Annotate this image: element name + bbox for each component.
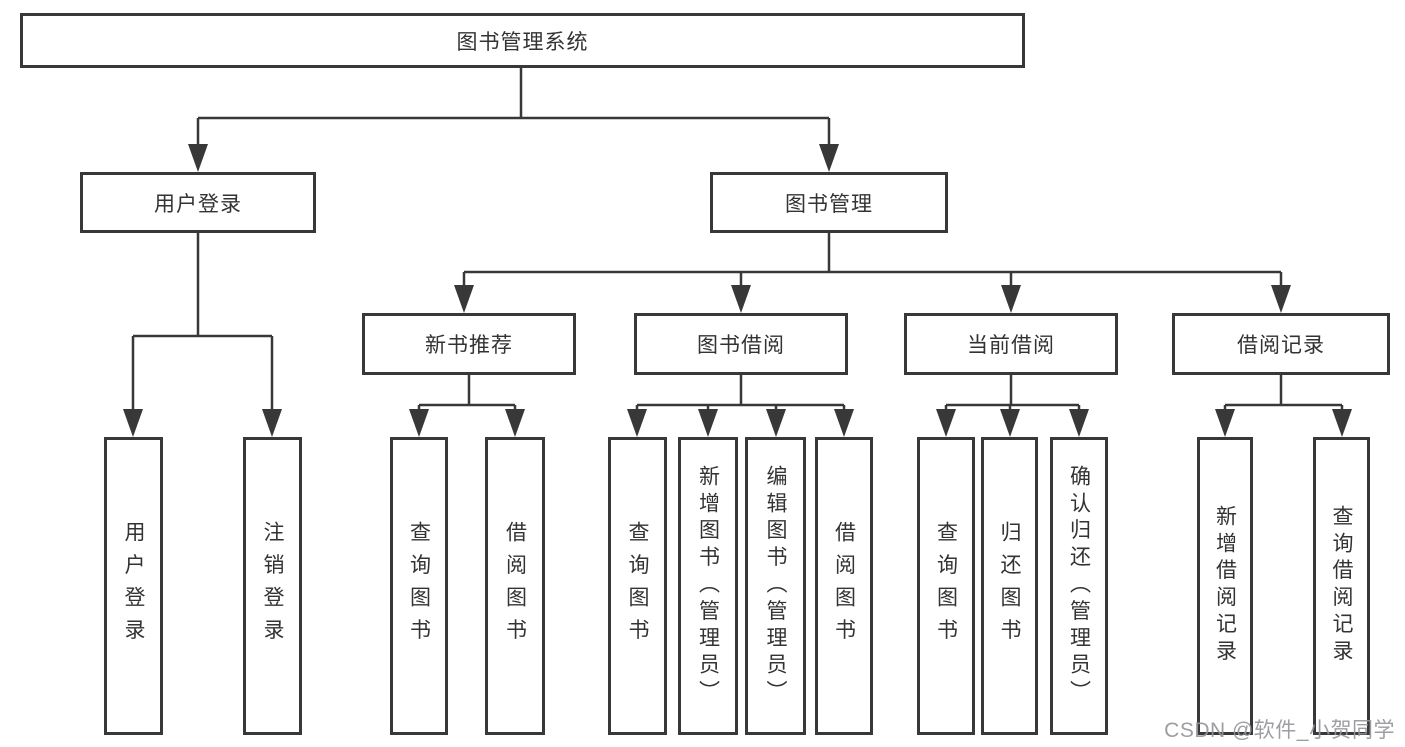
leaf-add-book-admin: 新增图书（管理员） <box>678 437 738 735</box>
node-current-borrow: 当前借阅 <box>904 313 1118 375</box>
leaf-return-book: 归还图书 <box>981 437 1038 735</box>
leaf-query-books-borrow: 查询图书 <box>608 437 667 735</box>
leaf-query-borrow-record: 查询借阅记录 <box>1313 437 1370 735</box>
leaf-query-books-current: 查询图书 <box>917 437 975 735</box>
leaf-query-books-recommend: 查询图书 <box>390 437 448 735</box>
leaf-add-borrow-record: 新增借阅记录 <box>1197 437 1253 735</box>
node-new-book-recommend: 新书推荐 <box>362 313 576 375</box>
arrowheads <box>123 144 1352 437</box>
leaf-user-login: 用户登录 <box>104 437 163 735</box>
node-user-login: 用户登录 <box>80 172 316 233</box>
leaf-confirm-return-admin: 确认归还（管理员） <box>1050 437 1108 735</box>
csdn-watermark: CSDN @软件_小贺同学 <box>1164 719 1395 742</box>
leaf-logout: 注销登录 <box>243 437 302 735</box>
node-book-borrow: 图书借阅 <box>634 313 848 375</box>
node-borrow-records: 借阅记录 <box>1172 313 1390 375</box>
root-node-library-system: 图书管理系统 <box>20 13 1025 68</box>
node-book-management: 图书管理 <box>710 172 948 233</box>
leaf-edit-book-admin: 编辑图书（管理员） <box>745 437 806 735</box>
leaf-borrow-books: 借阅图书 <box>815 437 873 735</box>
leaf-borrow-books-recommend: 借阅图书 <box>485 437 545 735</box>
